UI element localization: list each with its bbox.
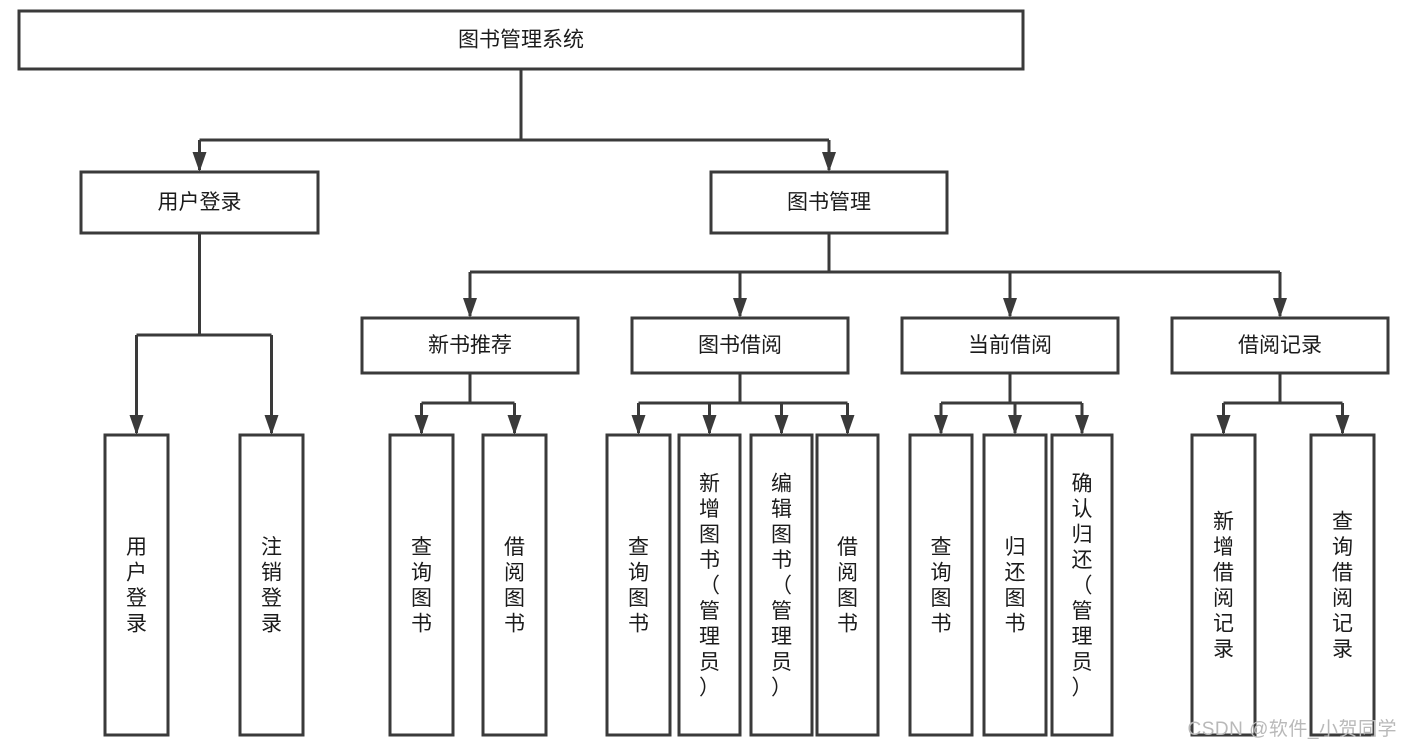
leaf-borrow-book-a-box[interactable] [481, 433, 548, 737]
leaf-logout-login-node[interactable]: 注销登录 [238, 433, 305, 737]
arrow-head-icon [1273, 298, 1287, 318]
leaf-edit-book-box[interactable] [749, 433, 814, 737]
leaf-add-record-box[interactable] [1190, 433, 1257, 737]
leaf-add-record-node[interactable]: 新增借阅记录 [1190, 433, 1257, 737]
leaf-query-book-a-box[interactable] [388, 433, 455, 737]
arrow-head-icon [1335, 415, 1350, 435]
arrow-head-icon [934, 415, 948, 435]
leaf-add-book-box[interactable] [677, 433, 742, 737]
new-book-recommend-label: 新书推荐 [428, 334, 512, 357]
leaf-user-login-node[interactable]: 用户登录 [103, 433, 170, 737]
leaf-query-book-b-node[interactable]: 查询图书 [605, 433, 672, 737]
arrow-head-icon [192, 152, 207, 172]
arrow-head-icon [1003, 298, 1017, 318]
arrow-head-icon [507, 415, 522, 435]
leaf-confirm-return-label: 确认归还（管理员） [1072, 472, 1093, 699]
arrow-head-icon [822, 152, 836, 172]
leaf-borrow-book-b-box[interactable] [815, 433, 880, 737]
leaf-query-book-c-label: 查询图书 [931, 536, 952, 636]
arrow-head-icon [774, 415, 789, 435]
leaf-user-login-label: 用户登录 [126, 536, 147, 636]
leaf-query-record-label: 查询借阅记录 [1332, 511, 1353, 662]
leaf-borrow-book-a-label: 借阅图书 [504, 536, 525, 636]
arrow-head-icon [1075, 415, 1089, 435]
leaf-logout-login-box[interactable] [238, 433, 305, 737]
new-book-recommend-node[interactable]: 新书推荐 [360, 316, 580, 375]
book-borrow-node[interactable]: 图书借阅 [630, 316, 850, 375]
leaf-borrow-book-b-node[interactable]: 借阅图书 [815, 433, 880, 737]
leaf-logout-login-label: 注销登录 [261, 536, 282, 636]
leaf-confirm-return-node[interactable]: 确认归还（管理员） [1050, 433, 1114, 737]
user-login-label: 用户登录 [158, 191, 242, 214]
arrow-head-icon [733, 298, 747, 318]
book-borrow-label: 图书借阅 [698, 334, 782, 357]
leaf-query-book-c-box[interactable] [908, 433, 974, 737]
leaf-add-book-label: 新增图书（管理员） [699, 472, 720, 699]
book-borrow-box[interactable] [630, 316, 850, 375]
arrow-head-icon [414, 415, 429, 435]
leaf-confirm-return-box[interactable] [1050, 433, 1114, 737]
current-borrow-node[interactable]: 当前借阅 [900, 316, 1120, 375]
leaf-return-book-node[interactable]: 归还图书 [982, 433, 1048, 737]
leaf-query-book-a-label: 查询图书 [411, 536, 432, 636]
leaf-return-book-box[interactable] [982, 433, 1048, 737]
arrow-head-icon [840, 415, 855, 435]
user-login-box[interactable] [79, 170, 320, 235]
borrow-record-box[interactable] [1170, 316, 1390, 375]
leaf-query-record-box[interactable] [1309, 433, 1376, 737]
new-book-recommend-box[interactable] [360, 316, 580, 375]
leaf-user-login-box[interactable] [103, 433, 170, 737]
current-borrow-box[interactable] [900, 316, 1120, 375]
book-manage-label: 图书管理 [787, 191, 871, 214]
leaf-add-book-node[interactable]: 新增图书（管理员） [677, 433, 742, 737]
leaf-query-record-node[interactable]: 查询借阅记录 [1309, 433, 1376, 737]
arrow-head-icon [463, 298, 477, 318]
leaf-query-book-a-node[interactable]: 查询图书 [388, 433, 455, 737]
leaf-return-book-label: 归还图书 [1005, 536, 1026, 636]
leaf-borrow-book-a-node[interactable]: 借阅图书 [481, 433, 548, 737]
root-图书管理系统-label: 图书管理系统 [458, 29, 584, 52]
current-borrow-label: 当前借阅 [968, 334, 1052, 357]
leaf-add-record-label: 新增借阅记录 [1213, 511, 1234, 662]
user-login-node[interactable]: 用户登录 [79, 170, 320, 235]
leaf-query-book-c-node[interactable]: 查询图书 [908, 433, 974, 737]
arrow-head-icon [129, 415, 144, 435]
arrow-head-icon [702, 415, 717, 435]
leaf-edit-book-label: 编辑图书（管理员） [771, 472, 792, 699]
book-manage-node[interactable]: 图书管理 [709, 170, 949, 235]
borrow-record-label: 借阅记录 [1238, 334, 1322, 357]
book-manage-box[interactable] [709, 170, 949, 235]
borrow-record-node[interactable]: 借阅记录 [1170, 316, 1390, 375]
root-图书管理系统-box[interactable] [17, 9, 1025, 71]
arrow-head-icon [1216, 415, 1231, 435]
arrow-head-icon [264, 415, 279, 435]
root-图书管理系统-node[interactable]: 图书管理系统 [17, 9, 1025, 71]
arrow-head-icon [1008, 415, 1022, 435]
leaf-query-book-b-box[interactable] [605, 433, 672, 737]
leaf-query-book-b-label: 查询图书 [628, 536, 649, 636]
leaf-borrow-book-b-label: 借阅图书 [837, 536, 858, 636]
leaf-edit-book-node[interactable]: 编辑图书（管理员） [749, 433, 814, 737]
arrow-head-icon [631, 415, 646, 435]
